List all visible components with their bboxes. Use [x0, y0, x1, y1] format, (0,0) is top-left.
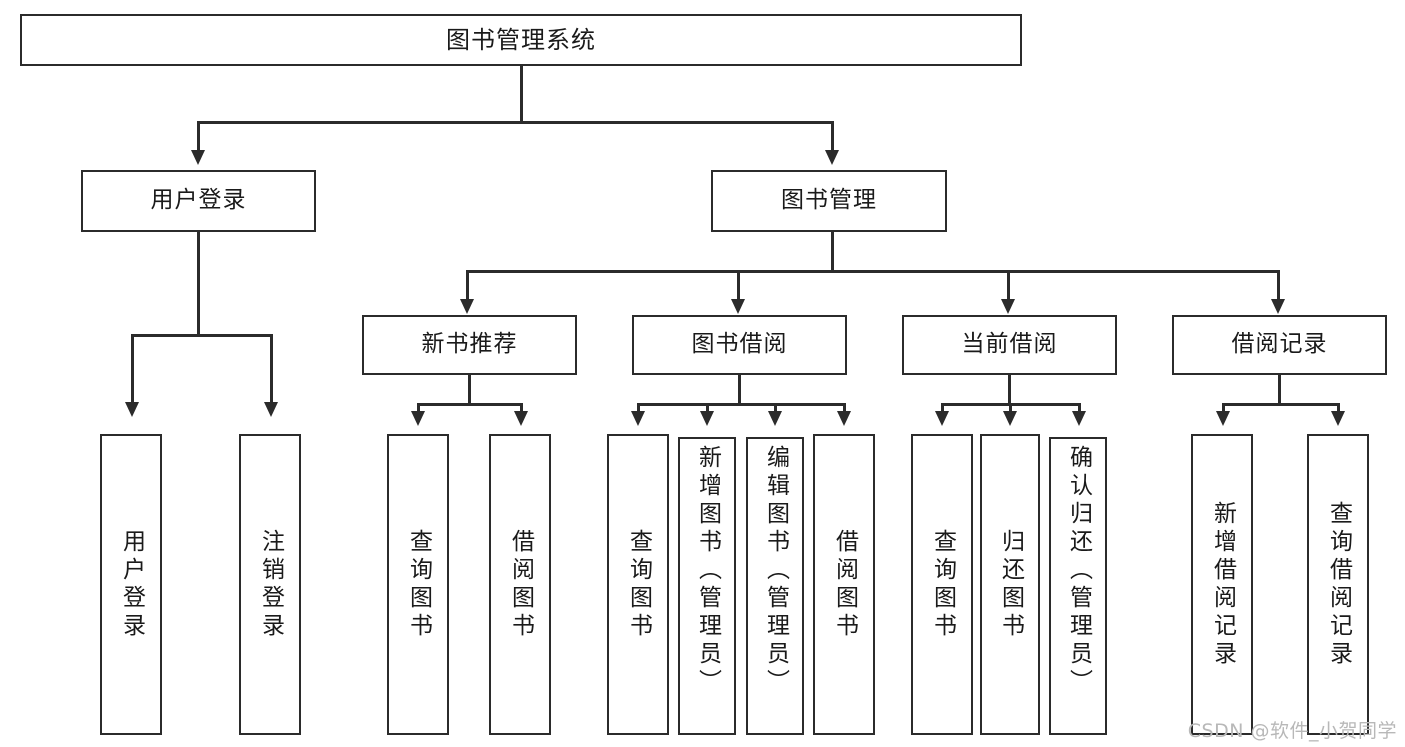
- connector-book-borrow-3: [774, 403, 777, 415]
- node-label: 用户登录: [118, 528, 145, 641]
- connector-user-login-right: [270, 334, 273, 406]
- connector-borrow-record-stem: [1278, 375, 1281, 405]
- node-new-book-recommend[interactable]: 新书推荐: [362, 315, 577, 375]
- arrow-to-book-borrow: [731, 299, 745, 314]
- arrow-leaf-return-book: [1003, 411, 1017, 426]
- watermark-text: CSDN @软件_小贺同学: [1187, 720, 1397, 742]
- connector-user-login-left: [131, 334, 134, 406]
- leaf-borrow-book-1[interactable]: 借阅图书: [489, 434, 551, 735]
- connector-new-book-r: [520, 403, 523, 415]
- connector-new-book-l: [417, 403, 420, 415]
- node-label: 图书管理系统: [446, 25, 596, 54]
- node-label: 借阅记录: [1231, 331, 1328, 358]
- connector-borrow-record-l: [1222, 403, 1225, 415]
- arrow-leaf-query-book-2: [631, 411, 645, 426]
- node-label: 借阅图书: [831, 528, 858, 641]
- node-book-manage[interactable]: 图书管理: [711, 170, 947, 232]
- node-label: 查询图书: [405, 528, 432, 641]
- connector-to-book-borrow: [737, 270, 740, 302]
- node-label: 新增借阅记录: [1209, 500, 1236, 669]
- leaf-borrow-book-2[interactable]: 借阅图书: [813, 434, 875, 735]
- connector-level3-bus: [466, 270, 1279, 273]
- arrow-leaf-logout-login: [264, 402, 278, 417]
- node-label: 编辑图书（管理员）: [762, 445, 789, 697]
- connector-current-borrow-3: [1078, 403, 1081, 415]
- arrow-leaf-borrow-book-1: [514, 411, 528, 426]
- leaf-query-book-1[interactable]: 查询图书: [387, 434, 449, 735]
- leaf-edit-book[interactable]: 编辑图书（管理员）: [746, 437, 804, 735]
- arrow-leaf-add-record: [1216, 411, 1230, 426]
- arrow-to-new-book-recommend: [460, 299, 474, 314]
- connector-current-borrow-1: [941, 403, 944, 415]
- node-borrow-record[interactable]: 借阅记录: [1172, 315, 1387, 375]
- connector-current-borrow-stem: [1008, 375, 1011, 405]
- node-label: 查询图书: [625, 528, 652, 641]
- arrow-to-current-borrow: [1001, 299, 1015, 314]
- node-label: 用户登录: [150, 187, 247, 214]
- connector-book-manage-stem: [831, 232, 834, 272]
- node-label: 归还图书: [997, 528, 1024, 641]
- connector-to-user-login: [197, 121, 200, 153]
- arrow-leaf-query-record: [1331, 411, 1345, 426]
- connector-to-current-borrow: [1007, 270, 1010, 302]
- node-label: 注销登录: [257, 528, 284, 641]
- arrow-leaf-query-book-1: [411, 411, 425, 426]
- arrow-leaf-edit-book: [768, 411, 782, 426]
- connector-book-borrow-1: [637, 403, 640, 415]
- leaf-user-login[interactable]: 用户登录: [100, 434, 162, 735]
- connector-book-borrow-4: [843, 403, 846, 415]
- node-label: 图书借阅: [691, 331, 788, 358]
- connector-root-bus: [197, 121, 834, 124]
- leaf-add-book[interactable]: 新增图书（管理员）: [678, 437, 736, 735]
- connector-to-book-manage: [831, 121, 834, 153]
- leaf-query-book-2[interactable]: 查询图书: [607, 434, 669, 735]
- arrow-leaf-query-book-3: [935, 411, 949, 426]
- leaf-query-book-3[interactable]: 查询图书: [911, 434, 973, 735]
- connector-root-stem: [520, 66, 523, 122]
- connector-current-borrow-2: [1009, 403, 1012, 415]
- arrow-to-user-login: [191, 150, 205, 165]
- connector-borrow-record-bus: [1222, 403, 1339, 406]
- leaf-query-record[interactable]: 查询借阅记录: [1307, 434, 1369, 735]
- node-label: 借阅图书: [507, 528, 534, 641]
- arrow-to-book-manage: [825, 150, 839, 165]
- connector-new-book-bus: [417, 403, 522, 406]
- node-label: 图书管理: [781, 187, 877, 214]
- connector-user-login-stem: [197, 232, 200, 336]
- node-label: 查询借阅记录: [1325, 500, 1352, 669]
- node-root-book-management-system[interactable]: 图书管理系统: [20, 14, 1022, 66]
- node-current-borrow[interactable]: 当前借阅: [902, 315, 1117, 375]
- leaf-logout-login[interactable]: 注销登录: [239, 434, 301, 735]
- node-label: 当前借阅: [961, 331, 1058, 358]
- node-label: 查询图书: [929, 528, 956, 641]
- arrow-leaf-add-book: [700, 411, 714, 426]
- leaf-add-record[interactable]: 新增借阅记录: [1191, 434, 1253, 735]
- node-user-login[interactable]: 用户登录: [81, 170, 316, 232]
- connector-to-borrow-record: [1277, 270, 1280, 302]
- arrow-leaf-confirm-return: [1072, 411, 1086, 426]
- arrow-leaf-borrow-book-2: [837, 411, 851, 426]
- arrow-to-borrow-record: [1271, 299, 1285, 314]
- connector-to-new-book-recommend: [466, 270, 469, 302]
- node-label: 新书推荐: [421, 331, 518, 358]
- leaf-confirm-return[interactable]: 确认归还（管理员）: [1049, 437, 1107, 735]
- connector-book-borrow-stem: [738, 375, 741, 405]
- connector-book-borrow-bus: [637, 403, 845, 406]
- connector-new-book-stem: [468, 375, 471, 405]
- node-book-borrow[interactable]: 图书借阅: [632, 315, 847, 375]
- connector-book-borrow-2: [706, 403, 709, 415]
- connector-user-login-bus: [131, 334, 273, 337]
- leaf-return-book[interactable]: 归还图书: [980, 434, 1040, 735]
- arrow-leaf-user-login: [125, 402, 139, 417]
- connector-borrow-record-r: [1337, 403, 1340, 415]
- node-label: 确认归还（管理员）: [1065, 445, 1092, 697]
- node-label: 新增图书（管理员）: [694, 445, 721, 697]
